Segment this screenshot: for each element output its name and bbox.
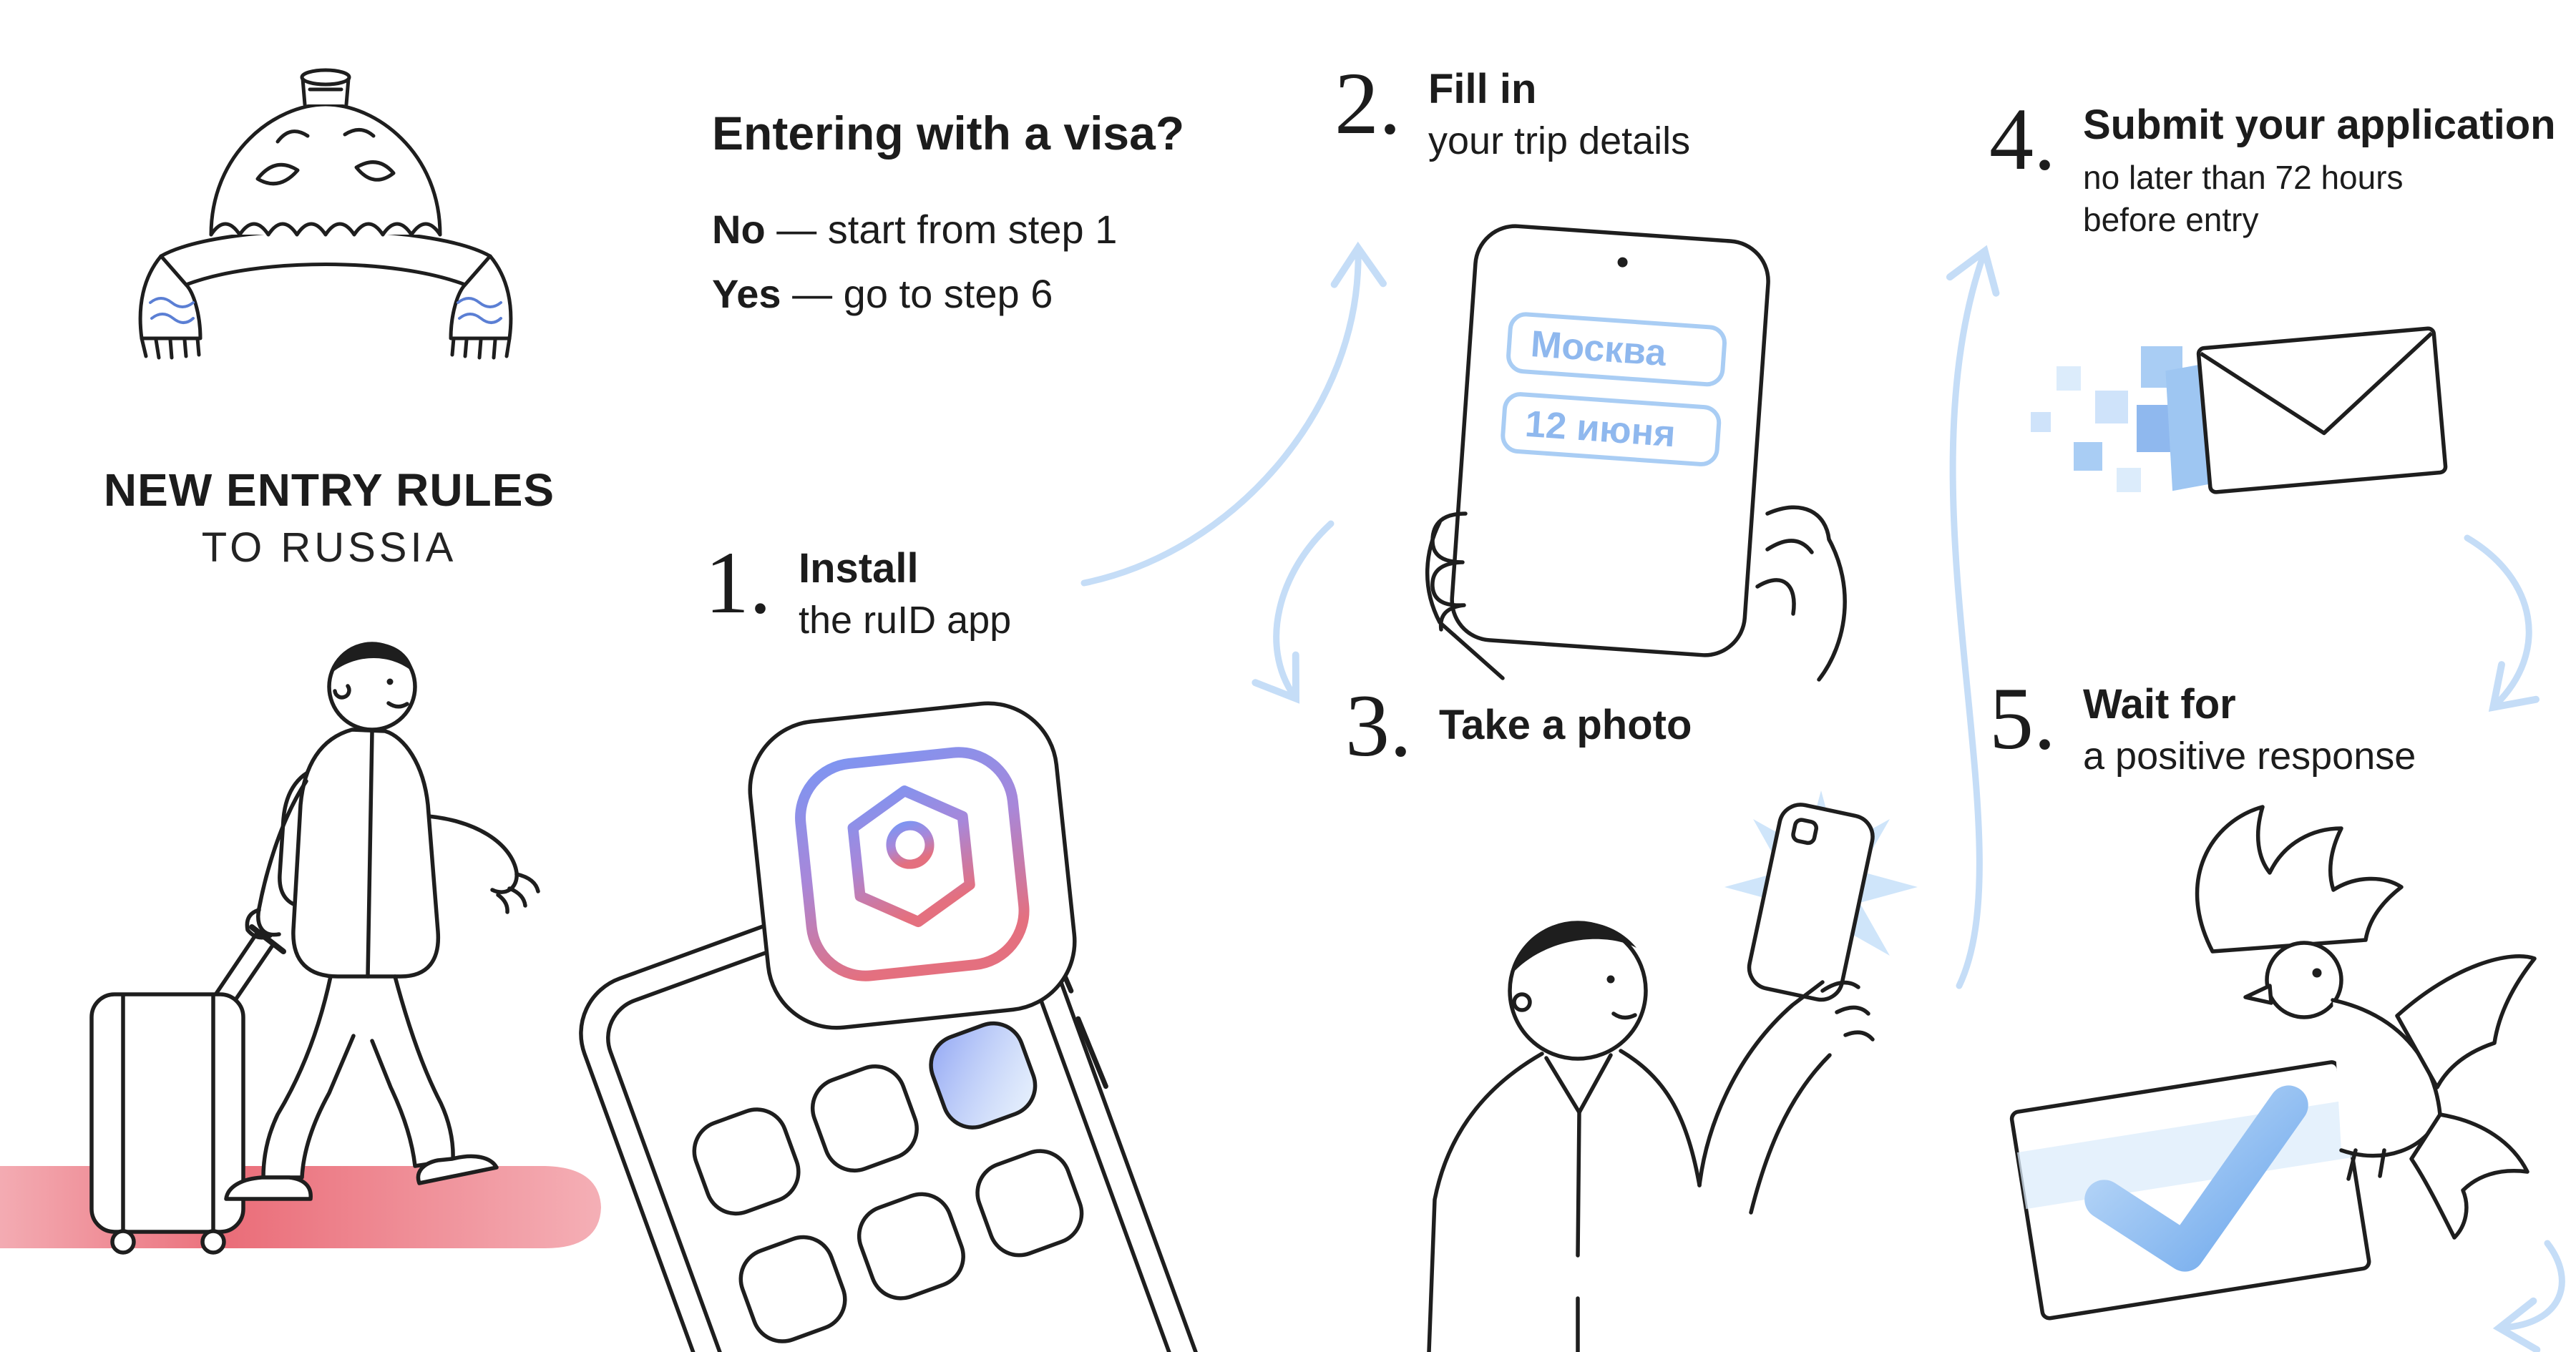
step-3-text: Take a photo	[1439, 702, 1692, 750]
step-3: 3. Take a photo	[1345, 677, 1692, 775]
title-block: NEW ENTRY RULES TO RUSSIA	[57, 464, 601, 572]
visa-option-no-text: — start from step 1	[765, 207, 1118, 252]
left-hand	[1430, 511, 1468, 632]
envelope-flap	[2199, 331, 2434, 436]
step-3-number: 3.	[1345, 677, 1412, 775]
flow-arrow-step2-to-step3	[1252, 520, 1335, 704]
step-5-number: 5.	[1989, 670, 2056, 768]
raised-wing	[2195, 805, 2404, 954]
step-1-text: Install the ruID app	[799, 545, 1011, 645]
envelope-body	[2196, 326, 2448, 494]
dove-bird	[2195, 805, 2537, 1240]
towel-ornament	[149, 297, 502, 324]
step-5-text: Wait for a positive response	[2083, 681, 2416, 780]
selfie-phone	[1747, 803, 1875, 1002]
phone-home-illustration	[579, 701, 1254, 1352]
step-2: 2. Fill in your trip details	[1335, 54, 1690, 165]
selfie-illustration	[1427, 790, 1918, 1352]
visa-option-no: No — start from step 1	[712, 197, 1184, 262]
visa-option-yes-label: Yes	[712, 270, 781, 316]
city-field	[1506, 312, 1727, 387]
step-4: 4. Submit your application no later than…	[1989, 90, 2556, 240]
app-grid	[692, 1021, 1084, 1343]
bread-and-salt-icon	[138, 68, 513, 360]
hair	[331, 642, 414, 674]
trip-form-phone-illustration: Москва 12 июня	[1425, 224, 1847, 682]
dove-illustration	[2009, 805, 2537, 1321]
tail-feathers	[2409, 1112, 2529, 1240]
pixel-trail	[2031, 346, 2184, 492]
hair	[1515, 921, 1636, 971]
envelope-illustration	[2031, 326, 2448, 494]
step-5: 5. Wait for a positive response	[1989, 670, 2416, 780]
traveler-illustration	[0, 642, 601, 1255]
city-field-value: Москва	[1529, 323, 1668, 374]
holding-hand	[1820, 980, 1875, 1042]
step-3-title: Take a photo	[1439, 702, 1692, 749]
visa-option-yes: Yes — go to step 6	[712, 262, 1184, 326]
suitcase	[89, 924, 286, 1255]
step-1: 1. Install the ruID app	[705, 534, 1011, 645]
eye	[2312, 968, 2322, 978]
date-field	[1501, 392, 1722, 466]
camera-dot-icon	[1617, 257, 1628, 268]
step-2-subtitle: your trip details	[1428, 119, 1691, 162]
step-5-subtitle: a positive response	[2083, 734, 2416, 778]
step-4-subtitle: no later than 72 hours before entry	[2083, 158, 2404, 238]
passport-badge-icon	[847, 785, 975, 928]
highlighted-app-slot	[929, 1021, 1038, 1130]
step-1-subtitle: the ruID app	[799, 598, 1012, 642]
visa-option-no-label: No	[712, 207, 766, 252]
step-4-number: 4.	[1989, 90, 2056, 188]
beak	[2243, 984, 2273, 1005]
step-4-text: Submit your application no later than 72…	[2083, 102, 2556, 240]
ruid-app-icon	[748, 701, 1077, 1030]
step-2-number: 2.	[1335, 54, 1401, 152]
step-5-title: Wait for	[2083, 681, 2236, 728]
step-1-number: 1.	[705, 534, 771, 632]
visa-option-yes-text: — go to step 6	[781, 270, 1053, 316]
step-4-title: Submit your application	[2083, 102, 2556, 148]
page-subtitle: TO RUSSIA	[201, 524, 457, 571]
page-title: NEW ENTRY RULES	[103, 464, 555, 516]
step-1-title: Install	[799, 545, 919, 592]
step-2-title: Fill in	[1428, 66, 1537, 112]
right-hand	[1755, 505, 1847, 682]
step-2-text: Fill in your trip details	[1428, 66, 1690, 165]
checkmark-icon	[2084, 1085, 2308, 1272]
spread-wing	[2395, 954, 2537, 1089]
collar	[1544, 1053, 1613, 1115]
feet	[2346, 1148, 2386, 1181]
flow-arrow-step4-to-step5	[2464, 534, 2540, 712]
visa-question-block: Entering with a visa? No — start from st…	[712, 106, 1184, 325]
visa-question-heading: Entering with a visa?	[712, 107, 1185, 160]
camera-icon	[1791, 818, 1819, 846]
